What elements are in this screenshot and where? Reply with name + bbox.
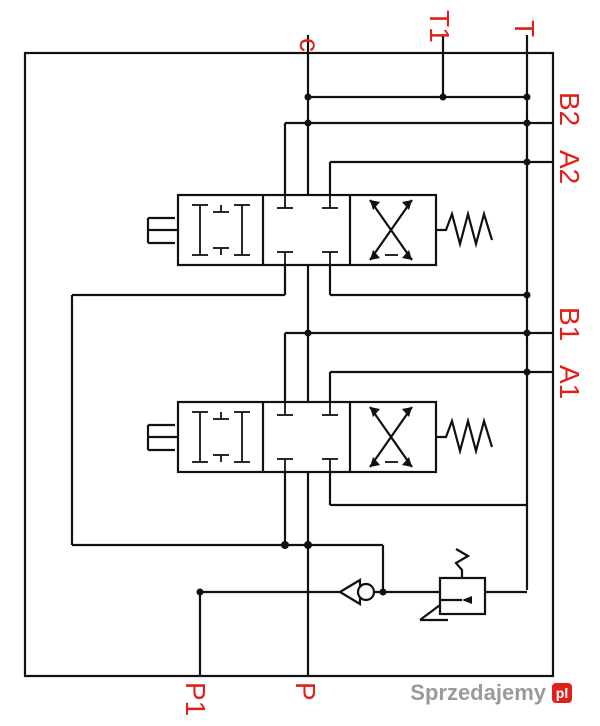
junction-dots	[196, 93, 531, 596]
directional-valve-lower	[146, 400, 494, 474]
port-label-a1: A1	[554, 365, 585, 399]
outer-frame	[23, 51, 555, 678]
directional-valve-upper	[146, 193, 494, 267]
port-label-b2: B2	[554, 92, 585, 126]
watermark-text: Sprzedajemy	[410, 680, 546, 705]
relief-valve	[419, 548, 527, 622]
port-label-t: T	[509, 20, 540, 37]
port-label-a2: A2	[554, 150, 585, 184]
port-label-b1: B1	[554, 307, 585, 341]
watermark-logo-icon: pl	[552, 683, 572, 703]
port-label-p1: P1	[180, 682, 211, 716]
port-label-c: c	[294, 38, 325, 52]
port-label-p: P	[290, 682, 321, 701]
port-label-t1: T1	[424, 10, 455, 43]
check-valve	[337, 578, 376, 606]
watermark: Sprzedajemy pl	[410, 680, 572, 706]
